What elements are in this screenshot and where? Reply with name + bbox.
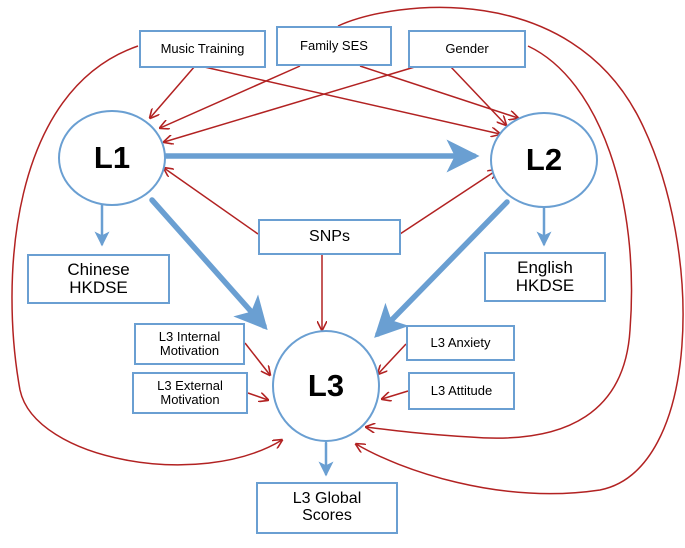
arrow-gender-to-l3-curve — [366, 45, 633, 439]
arrow-ses-to-l2 — [359, 65, 518, 118]
english-hkdse-line2: HKDSE — [515, 276, 575, 295]
l3-external-motivation-node: L3 External Motivation — [132, 372, 248, 414]
snps-node: SNPs — [258, 219, 401, 255]
l3-anxiety-label: L3 Anxiety — [430, 335, 491, 351]
l3-external-motivation-line2: Motivation — [160, 392, 220, 407]
music-training-label: Music Training — [160, 41, 245, 57]
l3-anxiety-node: L3 Anxiety — [406, 325, 515, 361]
l3-external-motivation-line1: L3 External — [157, 378, 223, 394]
l2-node: L2 — [490, 112, 598, 208]
arrow-l2-to-l3 — [374, 199, 510, 338]
l2-label: L2 — [525, 142, 563, 177]
arrow-music-to-l2 — [199, 65, 500, 134]
l3-node: L3 — [272, 330, 380, 442]
arrow-attitude-to-l3 — [382, 390, 409, 399]
arrow-l1-to-l3 — [149, 197, 268, 331]
music-training-node: Music Training — [139, 30, 266, 68]
arrow-ses-to-l3-curve — [337, 6, 684, 495]
l3-internal-motivation-line2: Motivation — [159, 343, 220, 358]
english-hkdse-line1: English — [517, 258, 573, 278]
arrow-music-to-l3-curve — [11, 45, 282, 466]
arrow-external-motivation-to-l3 — [247, 392, 268, 400]
l3-attitude-node: L3 Attitude — [408, 372, 515, 410]
family-ses-node: Family SES — [276, 26, 392, 66]
l3-label: L3 — [307, 368, 345, 403]
arrow-snps-to-l2 — [399, 170, 497, 235]
arrow-internal-motivation-to-l3 — [244, 342, 270, 375]
english-hkdse-node: English HKDSE — [484, 252, 606, 302]
arrow-gender-to-l2 — [449, 65, 506, 125]
l3-internal-motivation-node: L3 Internal Motivation — [134, 323, 245, 365]
snps-label: SNPs — [309, 227, 350, 245]
arrow-ses-to-l1 — [160, 65, 301, 128]
chinese-hkdse-line1: Chinese — [67, 260, 130, 280]
family-ses-label: Family SES — [300, 38, 368, 54]
l3-attitude-label: L3 Attitude — [430, 383, 493, 399]
l3-global-scores-line1: L3 Global — [292, 490, 362, 508]
l3-internal-motivation-line1: L3 Internal — [158, 329, 221, 345]
gender-label: Gender — [445, 41, 489, 57]
arrow-music-to-l1 — [150, 65, 196, 118]
l1-node: L1 — [58, 110, 166, 206]
l1-label: L1 — [93, 140, 131, 175]
chinese-hkdse-line2: HKDSE — [69, 278, 128, 297]
l3-global-scores-line2: Scores — [302, 507, 352, 524]
gender-node: Gender — [408, 30, 526, 68]
arrow-anxiety-to-l3 — [378, 343, 407, 374]
arrow-snps-to-l1 — [164, 168, 259, 235]
arrow-gender-to-l1 — [164, 65, 419, 142]
l3-global-scores-node: L3 Global Scores — [256, 482, 398, 534]
chinese-hkdse-node: Chinese HKDSE — [27, 254, 170, 304]
